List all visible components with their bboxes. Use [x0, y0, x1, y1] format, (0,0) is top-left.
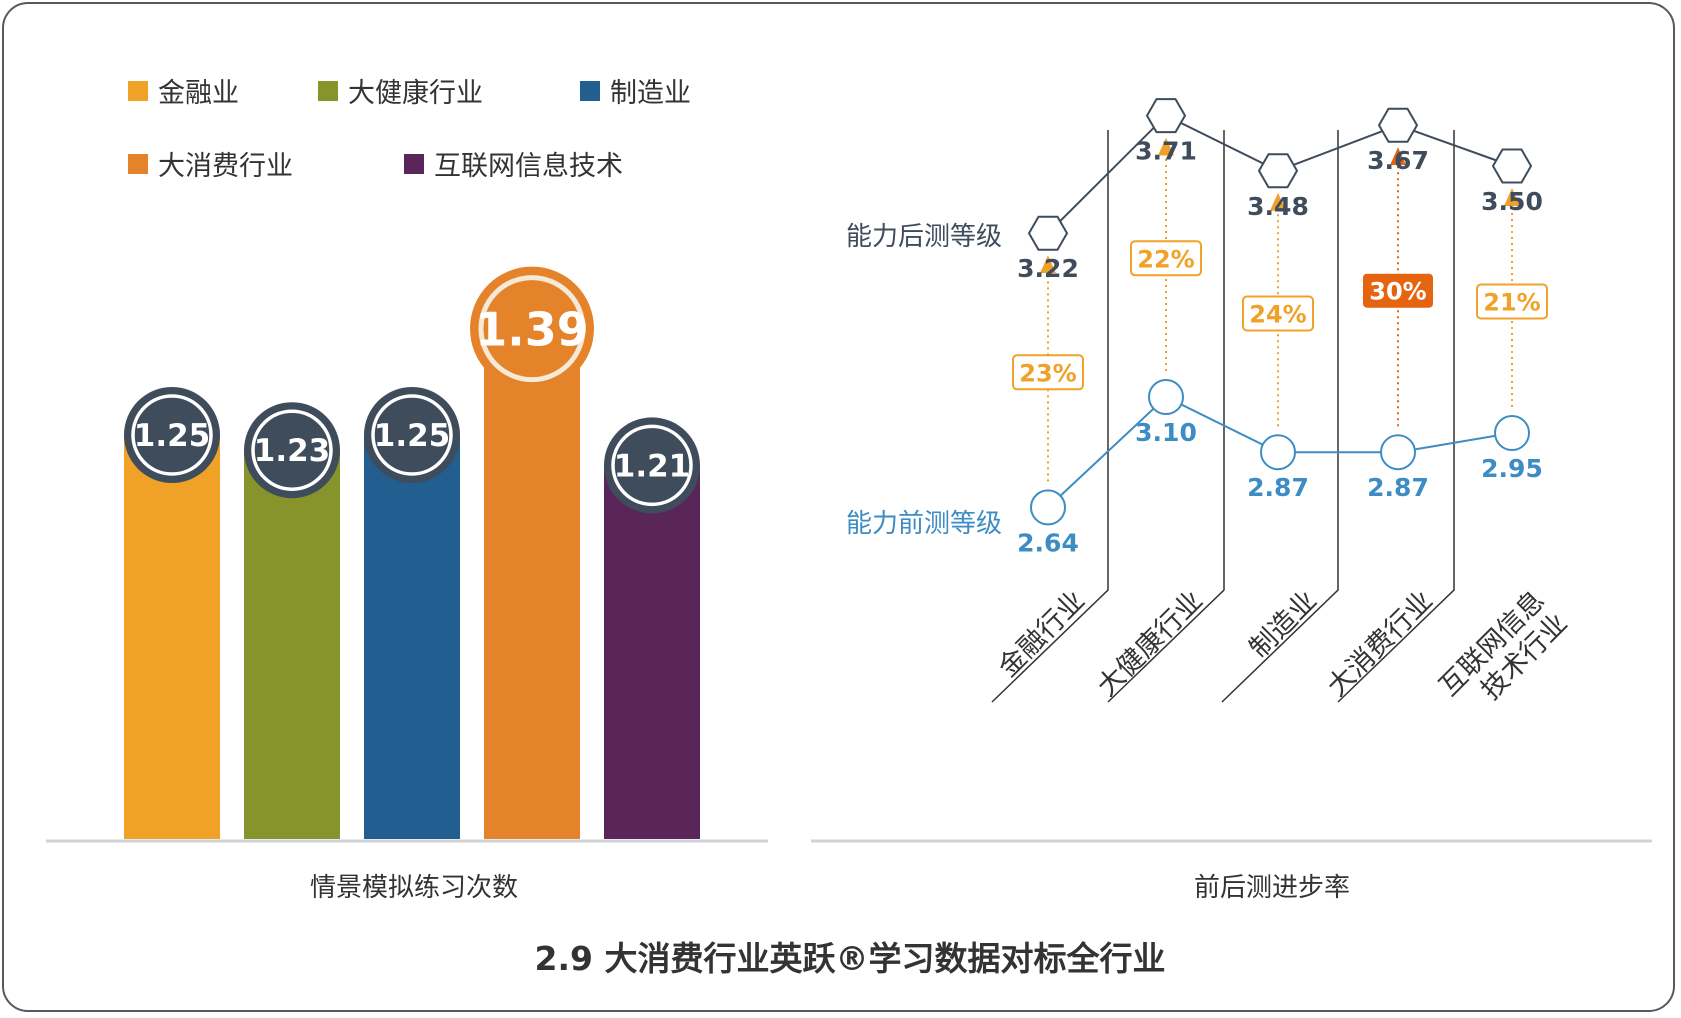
- post-value-label-1: 3.71: [1135, 137, 1197, 166]
- rate-label-4: 21%: [1483, 289, 1540, 317]
- post-point-1: [1145, 98, 1187, 134]
- bar-value-label-4: 1.21: [614, 448, 691, 484]
- bar-bubble-ring-2: [371, 394, 453, 476]
- category-divider-3: [1337, 130, 1455, 703]
- bar-value-label-1: 1.23: [254, 433, 331, 469]
- category-label-line-1-0: 大健康行业: [1092, 585, 1209, 702]
- legend-swatch-0: [128, 81, 148, 101]
- pre-point-3: [1380, 434, 1416, 471]
- legend-swatch-3: [128, 154, 148, 174]
- pre-point-4: [1494, 415, 1530, 451]
- pre-value-label-3: 2.87: [1367, 473, 1429, 502]
- category-label-0: 金融行业: [993, 585, 1091, 683]
- bar-value-label-2: 1.25: [374, 418, 451, 454]
- category-divider-2: [1221, 130, 1339, 703]
- rate-label-3: 30%: [1369, 278, 1426, 306]
- rate-label-0: 23%: [1019, 359, 1076, 387]
- legend-swatch-4: [404, 154, 424, 174]
- post-point-2: [1257, 153, 1299, 189]
- pre-series-label: 能力前测等级: [846, 509, 1002, 539]
- post-point-4: [1491, 148, 1533, 184]
- rate-box-0: [1012, 354, 1084, 391]
- bar-bubble-2: [364, 387, 460, 483]
- bar-1: [244, 450, 340, 839]
- pre-value-label-4: 2.95: [1481, 454, 1543, 483]
- rate-label-1: 22%: [1137, 245, 1194, 273]
- category-label-line-3-0: 大消费行业: [1322, 585, 1439, 702]
- legend-label-3: 大消费行业: [158, 151, 293, 182]
- bar-2: [364, 435, 460, 839]
- bar-chart-caption: 情景模拟练习次数: [310, 873, 518, 903]
- rate-box-2: [1242, 295, 1314, 332]
- post-value-label-3: 3.67: [1367, 146, 1429, 175]
- bar-4: [604, 465, 700, 839]
- pre-point-1: [1148, 379, 1184, 415]
- pre-value-label-1: 3.10: [1135, 418, 1197, 447]
- pre-value-label-0: 2.64: [1017, 528, 1079, 557]
- bar-bubble-0: [124, 387, 220, 483]
- post-value-label-2: 3.48: [1247, 192, 1309, 221]
- bar-bubble-3: [470, 266, 594, 391]
- line-chart-caption: 前后测进步率: [1194, 873, 1350, 903]
- bar-bubble-ring-1: [251, 409, 333, 491]
- bar-bubble-ring-3: [478, 275, 586, 383]
- bar-chart: 1.25 1.23 1.25 1.39 1.21 情景模拟练习次数: [46, 266, 768, 903]
- bar-value-label-0: 1.25: [134, 418, 211, 454]
- pre-value-label-2: 2.87: [1247, 473, 1309, 502]
- category-divider-1: [1107, 130, 1225, 703]
- legend-swatch-2: [580, 81, 600, 101]
- bar-0: [124, 435, 220, 839]
- bar-bubble-4: [604, 417, 700, 514]
- legend-swatch-1: [318, 81, 338, 101]
- post-value-label-4: 3.50: [1481, 187, 1543, 216]
- bar-value-label-3: 1.39: [475, 303, 589, 357]
- category-label-line-2-0: 制造业: [1244, 585, 1323, 664]
- pre-point-2: [1260, 434, 1296, 471]
- legend-label-1: 大健康行业: [348, 78, 483, 109]
- legend-label-0: 金融业: [158, 78, 239, 109]
- rate-box-3: [1363, 273, 1433, 308]
- bar-bubble-ring-4: [611, 424, 693, 507]
- rate-box-4: [1476, 283, 1548, 320]
- page-title: 2.9 大消费行业英跃®学习数据对标全行业: [535, 939, 1166, 978]
- category-label-line-0-0: 金融行业: [993, 585, 1091, 683]
- bar-3: [484, 328, 580, 839]
- category-label-3: 大消费行业: [1322, 585, 1439, 702]
- pre-point-0: [1030, 489, 1066, 526]
- legend-label-4: 互联网信息技术: [434, 151, 623, 182]
- rate-label-2: 24%: [1249, 301, 1306, 329]
- line-chart: 能力后测等级 能力前测等级 23% 22% 24% 30% 21% 3.22 2.64 3.…: [811, 98, 1652, 903]
- category-divider-0: [991, 130, 1109, 703]
- post-value-label-0: 3.22: [1017, 254, 1079, 283]
- bar-bubble-ring-0: [131, 394, 213, 476]
- category-label-1: 大健康行业: [1092, 585, 1209, 702]
- post-point-3: [1377, 107, 1419, 143]
- legend-label-2: 制造业: [610, 78, 691, 109]
- rate-box-1: [1130, 240, 1202, 277]
- post-series-label: 能力后测等级: [846, 222, 1002, 252]
- category-label-2: 制造业: [1244, 585, 1323, 664]
- bar-bubble-1: [244, 402, 340, 499]
- post-point-0: [1027, 215, 1069, 251]
